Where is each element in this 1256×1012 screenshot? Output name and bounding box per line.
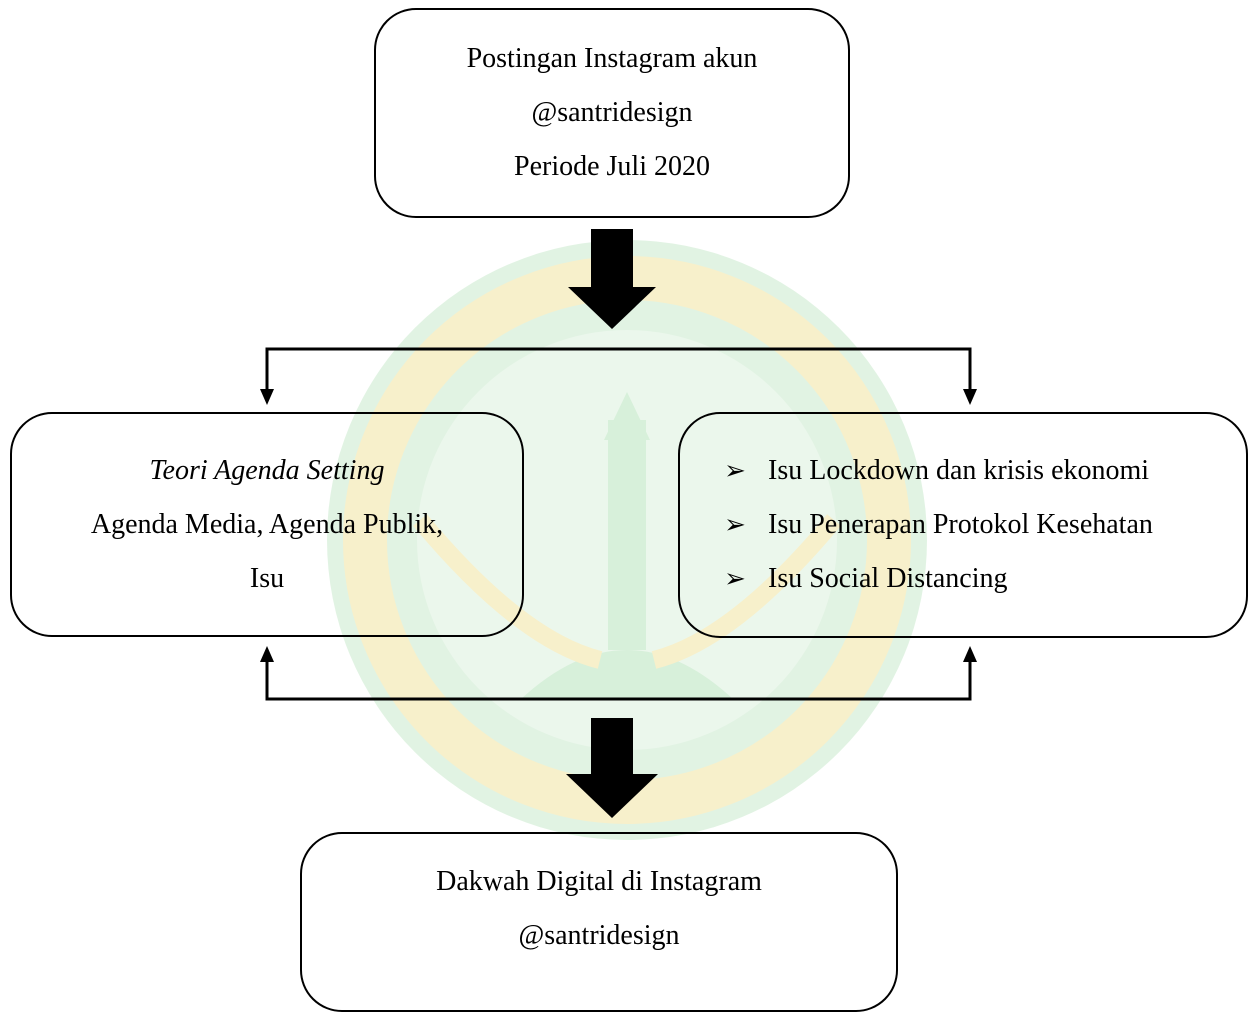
arrowhead-bullet-icon: ➢: [724, 564, 746, 593]
arrowhead-left-up: [260, 646, 274, 662]
connector-layer: [260, 229, 977, 818]
watermark-seal: [327, 240, 927, 840]
top-box-line-3: Periode Juli 2020: [514, 151, 710, 182]
instagram-posts-box: Postingan Instagram akun @santridesign P…: [374, 8, 850, 218]
down-arrow-bottom: [566, 718, 658, 818]
theory-title: Teori Agenda Setting: [149, 454, 385, 486]
issue-item-label: Isu Social Distancing: [768, 563, 1008, 594]
split-connector: [265, 347, 972, 391]
down-arrow-top: [568, 229, 656, 329]
bottom-box-line-1: Dakwah Digital di Instagram: [436, 866, 762, 897]
arrowhead-bullet-icon: ➢: [724, 510, 746, 539]
issue-item-label: Isu Penerapan Protokol Kesehatan: [768, 509, 1153, 540]
merge-connector: [265, 660, 972, 701]
theory-line-2: Isu: [249, 562, 285, 594]
arrowhead-bullet-icon: ➢: [724, 456, 746, 485]
theory-line-1: Agenda Media, Agenda Publik,: [90, 508, 444, 540]
agenda-setting-theory-box: Teori Agenda Setting Agenda Media, Agend…: [10, 412, 524, 637]
issue-item: ➢ Isu Penerapan Protokol Kesehatan: [720, 498, 1153, 552]
arrowhead-right-up: [963, 646, 977, 662]
issue-item-label: Isu Lockdown dan krisis ekonomi: [768, 455, 1150, 486]
issue-item: ➢ Isu Lockdown dan krisis ekonomi: [720, 444, 1153, 498]
arrowhead-right-down: [963, 389, 977, 405]
issue-item: ➢ Isu Social Distancing: [720, 552, 1153, 606]
issues-box: ➢ Isu Lockdown dan krisis ekonomi ➢ Isu …: [678, 412, 1248, 638]
issues-list: ➢ Isu Lockdown dan krisis ekonomi ➢ Isu …: [720, 444, 1153, 606]
top-box-line-1: Postingan Instagram akun: [466, 43, 758, 74]
bottom-box-line-2: @santridesign: [518, 920, 680, 951]
arrowhead-left-down: [260, 389, 274, 405]
top-box-line-2: @santridesign: [531, 97, 693, 128]
digital-dakwah-box: Dakwah Digital di Instagram @santridesig…: [300, 832, 898, 1012]
